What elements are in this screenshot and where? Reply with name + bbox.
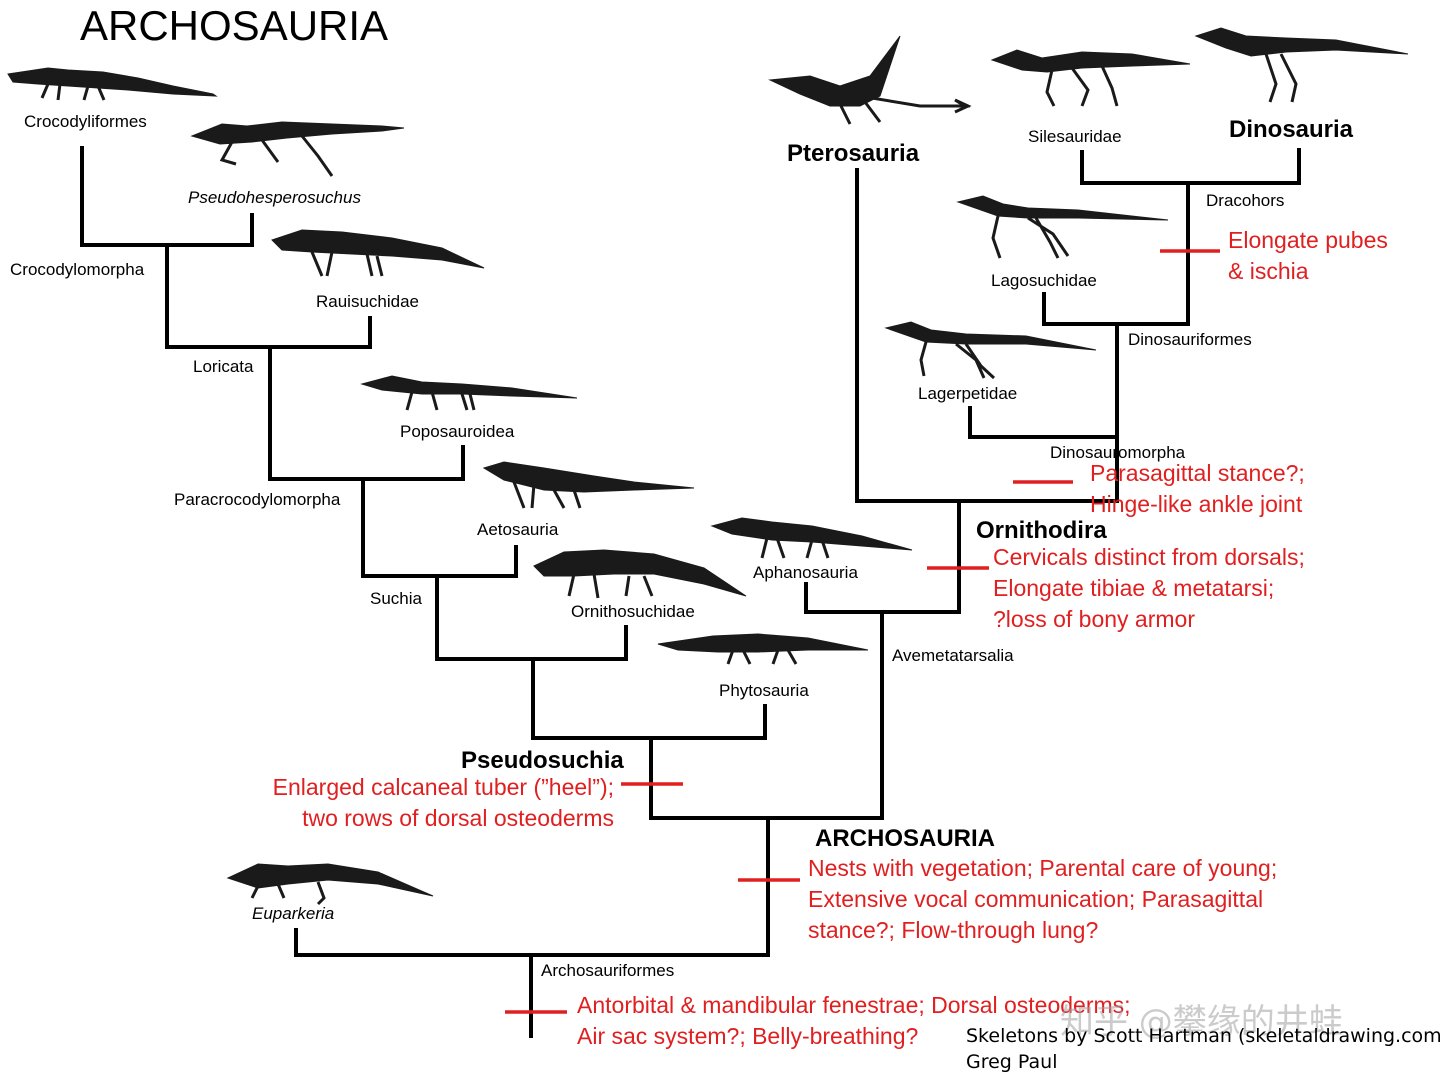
traits-archosauria: Nests with vegetation; Parental care of … xyxy=(808,855,1278,943)
euparkeria-skeleton-icon xyxy=(226,863,434,906)
branch-ornithodira xyxy=(855,168,1119,503)
pseudohesperosuchus-skeleton-icon xyxy=(190,121,405,177)
clade-pseudosuchia: Pseudosuchia xyxy=(461,747,624,774)
clade-archosauria: ARCHOSAURIA xyxy=(815,825,995,852)
traits-dracohors: Elongate pubes & ischia xyxy=(1228,227,1388,284)
clade-suchia: Suchia xyxy=(370,589,422,608)
clade-avemetatarsalia: Avemetatarsalia xyxy=(892,646,1014,665)
taxon-euparkeria: Euparkeria xyxy=(252,904,335,923)
branch-dracohors xyxy=(1080,148,1301,185)
taxon-pterosauria: Pterosauria xyxy=(787,140,920,167)
traits-dinosauromorpha: Parasagittal stance?; Hinge-like ankle j… xyxy=(1090,460,1305,517)
image-credit: Skeletons by Scott Hartman (skeletaldraw… xyxy=(966,1025,1440,1073)
branch-paracrocodylomorpha xyxy=(268,345,465,481)
taxon-pseudohesperosuchus: Pseudohesperosuchus xyxy=(188,188,361,207)
poposauroidea-skeleton-icon xyxy=(360,375,578,411)
taxon-aphanosauria: Aphanosauria xyxy=(753,563,858,582)
clade-loricata: Loricata xyxy=(193,357,254,376)
dinosauria-skeleton-icon xyxy=(1194,27,1409,103)
taxon-poposauroidea: Poposauroidea xyxy=(400,422,515,441)
taxon-lagosuchidae: Lagosuchidae xyxy=(991,271,1097,290)
skeleton-silhouettes xyxy=(7,27,1409,906)
aetosauria-skeleton-icon xyxy=(482,461,695,509)
page-title: ARCHOSAURIA xyxy=(80,2,389,49)
pterosauria-skeleton-icon xyxy=(768,35,972,125)
silesauridae-skeleton-icon xyxy=(990,49,1191,107)
taxon-crocodyliformes: Crocodyliformes xyxy=(24,112,147,131)
taxon-lagerpetidae: Lagerpetidae xyxy=(918,384,1018,403)
clade-paracrocodylomorpha: Paracrocodylomorpha xyxy=(174,490,341,509)
branch-dinosauriformes xyxy=(1042,181,1190,326)
clade-dracohors: Dracohors xyxy=(1206,191,1285,210)
branch-dinosauromorpha xyxy=(968,322,1119,439)
phytosauria-skeleton-icon xyxy=(657,633,869,665)
clade-archosauriformes: Archosauriformes xyxy=(541,961,675,980)
traits-pseudosuchia: Enlarged calcaneal tuber (”heel”); two r… xyxy=(272,774,614,831)
crocodyliformes-skeleton-icon xyxy=(7,67,218,101)
taxon-silesauridae: Silesauridae xyxy=(1028,127,1122,146)
lagosuchidae-skeleton-icon xyxy=(956,195,1169,259)
clade-dinosauriformes: Dinosauriformes xyxy=(1128,330,1252,349)
traits-archosauriformes: Antorbital & mandibular fenestrae; Dorsa… xyxy=(577,992,1131,1049)
taxon-rauisuchidae: Rauisuchidae xyxy=(316,292,420,311)
lagerpetidae-skeleton-icon xyxy=(884,321,1097,380)
aphanosauria-skeleton-icon xyxy=(710,517,913,559)
trait-ticks xyxy=(505,249,1220,1014)
taxon-dinosauria: Dinosauria xyxy=(1229,116,1354,143)
clade-crocodylomorpha: Crocodylomorpha xyxy=(10,260,145,279)
clade-dinosauromorpha: Dinosauromorpha xyxy=(1050,443,1186,462)
taxon-aetosauria: Aetosauria xyxy=(477,520,559,539)
taxon-phytosauria: Phytosauria xyxy=(719,681,809,700)
rauisuchidae-skeleton-icon xyxy=(271,229,485,277)
branch-suchia xyxy=(361,477,518,578)
branch-avemetatarsalia xyxy=(804,499,961,614)
traits-ornithodira: Cervicals distinct from dorsals; Elongat… xyxy=(993,544,1305,632)
watermark: 知乎 @攀缘的井蛙 xyxy=(1060,1002,1343,1042)
branch-archosauriformes xyxy=(294,816,770,957)
ornithosuchidae-skeleton-icon xyxy=(533,549,747,599)
branch-lines xyxy=(80,146,1301,1038)
taxon-ornithosuchidae: Ornithosuchidae xyxy=(571,602,695,621)
clade-ornithodira: Ornithodira xyxy=(976,517,1107,544)
